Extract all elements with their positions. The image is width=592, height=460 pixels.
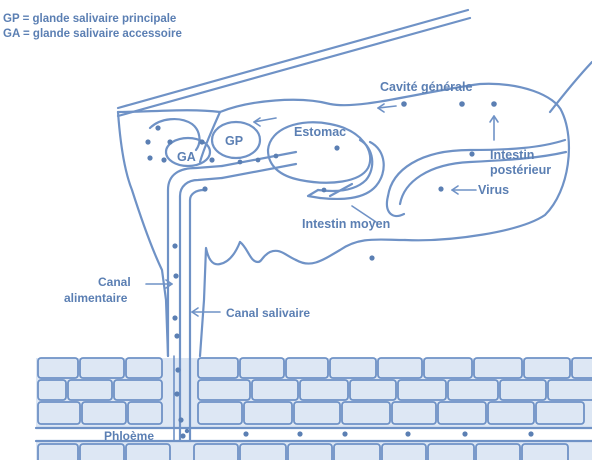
label-canal-salivaire: Canal salivaire	[226, 306, 310, 320]
legend-ga: GA = glande salivaire accessoire	[3, 28, 182, 40]
antenna	[118, 10, 592, 116]
label-intestin-moyen: Intestin moyen	[302, 217, 390, 231]
digestive-tract	[222, 101, 566, 260]
label-virus: Virus	[478, 183, 509, 197]
label-gp: GP	[225, 134, 243, 148]
label-canal-alimentaire-line2: alimentaire	[64, 291, 128, 305]
label-intestin-posterieur-line1: Intestin	[490, 148, 534, 162]
plant-tissue	[36, 358, 592, 460]
label-canal-alimentaire-line1: Canal	[98, 275, 131, 289]
label-ga: GA	[177, 150, 196, 164]
label-phloeme: Phloème	[104, 429, 154, 443]
label-estomac: Estomac	[294, 125, 346, 139]
label-cavite-generale: Cavité générale	[380, 80, 472, 94]
legend-gp: GP = glande salivaire principale	[3, 13, 176, 25]
label-intestin-posterieur-line2: postérieur	[490, 163, 551, 177]
